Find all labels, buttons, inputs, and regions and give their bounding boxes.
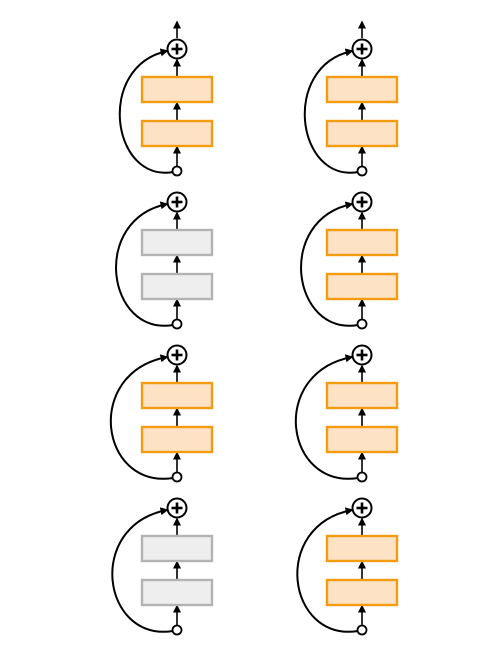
- plus-circle-icon: [351, 38, 373, 60]
- residual-block-4: [296, 497, 399, 636]
- circle-node-icon: [356, 165, 368, 177]
- layer-box-lower: [325, 119, 399, 148]
- circle-node-icon: [356, 318, 368, 330]
- layer-box-upper: [325, 534, 399, 563]
- plus-circle-icon: [166, 497, 188, 519]
- circle-node-icon: [356, 624, 368, 636]
- circle-node-icon: [356, 471, 368, 483]
- skip-connection: [296, 507, 359, 633]
- plus-circle-icon: [166, 191, 188, 213]
- plus-circle-icon: [166, 344, 188, 366]
- residual-block-2: [300, 191, 399, 330]
- circle-node-icon: [171, 318, 183, 330]
- residual-block-4: [111, 497, 214, 636]
- layer-box-upper: [140, 228, 214, 257]
- plus-circle-icon: [351, 344, 373, 366]
- layer-box-upper: [140, 534, 214, 563]
- skip-connection: [111, 507, 174, 633]
- layer-box-lower: [325, 272, 399, 301]
- layer-box-upper: [140, 75, 214, 104]
- skip-connection: [109, 354, 174, 480]
- plus-circle-icon: [351, 497, 373, 519]
- residual-block-3: [294, 344, 399, 483]
- skip-connection: [294, 354, 359, 480]
- residual-block-1: [118, 38, 214, 177]
- plus-circle-icon: [351, 191, 373, 213]
- skip-connection: [300, 201, 359, 327]
- skip-connection: [115, 201, 174, 327]
- layer-box-upper: [325, 228, 399, 257]
- layer-box-lower: [325, 425, 399, 454]
- residual-block-1: [303, 38, 399, 177]
- residual-block-2: [115, 191, 214, 330]
- skip-connection: [118, 48, 174, 174]
- residual-block-3: [109, 344, 214, 483]
- column-right: [294, 20, 399, 636]
- circle-node-icon: [171, 165, 183, 177]
- layer-box-lower: [325, 578, 399, 607]
- layer-box-upper: [325, 75, 399, 104]
- layer-box-lower: [140, 578, 214, 607]
- skip-connection: [303, 48, 359, 174]
- circle-node-icon: [171, 471, 183, 483]
- circle-node-icon: [171, 624, 183, 636]
- layer-box-upper: [325, 381, 399, 410]
- layer-box-lower: [140, 425, 214, 454]
- layer-box-lower: [140, 272, 214, 301]
- plus-circle-icon: [166, 38, 188, 60]
- layer-box-lower: [140, 119, 214, 148]
- layer-box-upper: [140, 381, 214, 410]
- column-left: [109, 20, 214, 636]
